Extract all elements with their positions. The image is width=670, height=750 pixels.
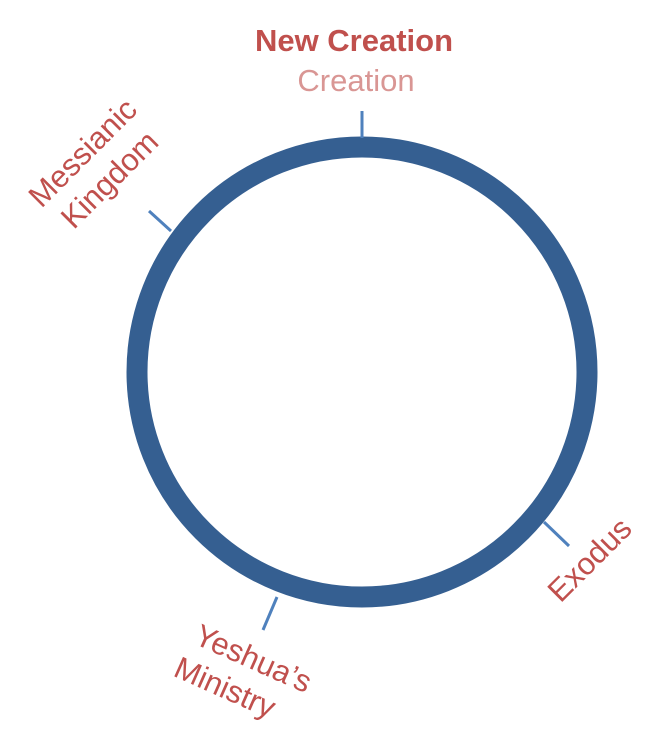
label-new-creation: New Creation xyxy=(255,23,453,58)
tick-upper-left xyxy=(147,209,173,233)
tick-bottom xyxy=(261,596,279,631)
cycle-ring xyxy=(126,136,598,608)
tick-lower-right xyxy=(542,520,571,548)
label-exodus: Exodus xyxy=(541,511,639,609)
label-creation: Creation xyxy=(297,63,414,98)
